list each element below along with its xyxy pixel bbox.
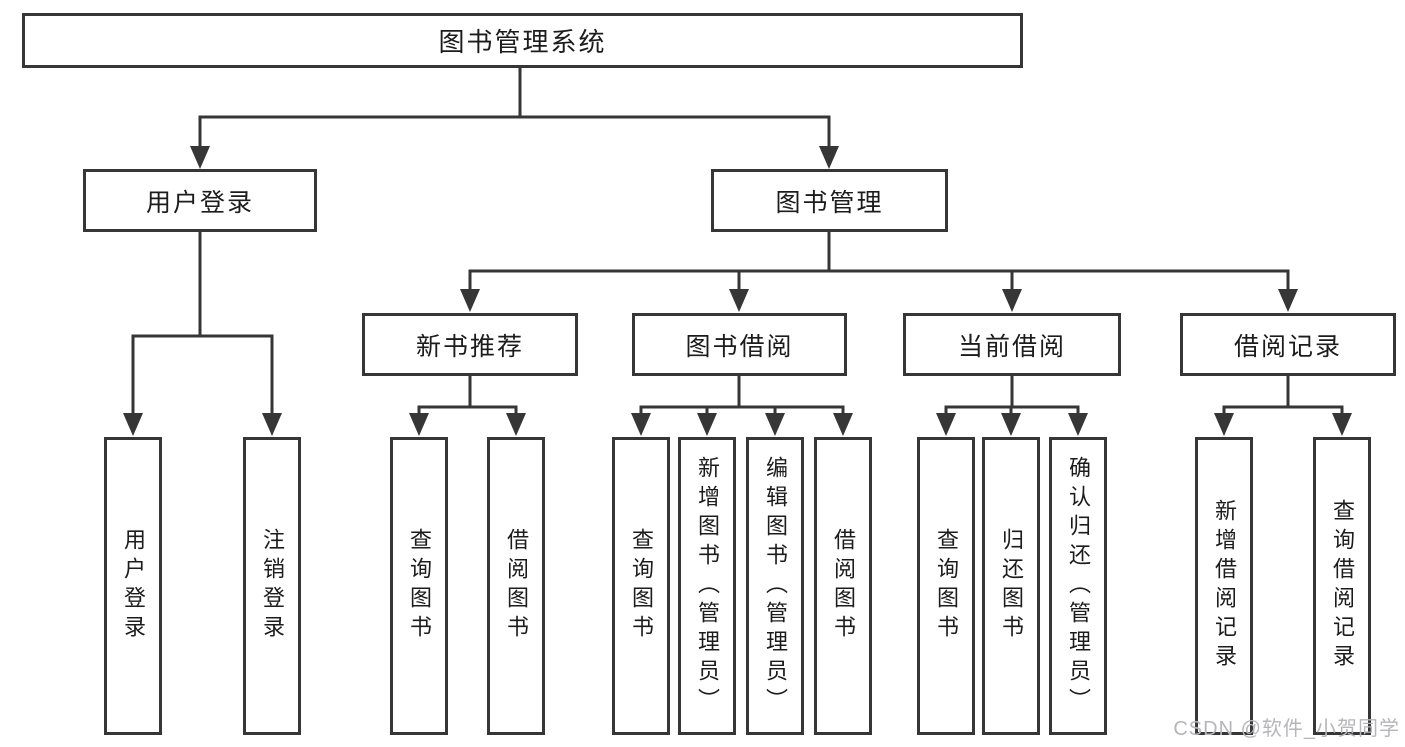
leaf-add-book-admin: 新增图书（管理员） bbox=[678, 437, 736, 735]
leaf-user-login: 用户登录 bbox=[104, 437, 162, 735]
node-label: 查询图书 bbox=[407, 528, 432, 644]
node-book-management: 图书管理 bbox=[711, 169, 948, 232]
node-label: 借阅记录 bbox=[1233, 332, 1342, 361]
node-label: 借阅图书 bbox=[831, 528, 856, 644]
node-new-book-recommend: 新书推荐 bbox=[362, 313, 578, 376]
leaf-confirm-return-admin: 确认归还（管理员） bbox=[1049, 437, 1107, 735]
node-label: 查询图书 bbox=[629, 528, 654, 644]
node-label: 新增图书（管理员） bbox=[695, 455, 720, 717]
node-label: 新书推荐 bbox=[415, 332, 524, 361]
connector-book-management-children bbox=[460, 230, 1298, 312]
node-label: 编辑图书（管理员） bbox=[763, 455, 788, 717]
arrowhead bbox=[190, 146, 210, 169]
arrowhead bbox=[506, 413, 526, 436]
arrowhead bbox=[123, 413, 143, 436]
node-label: 图书管理系统 bbox=[438, 27, 607, 57]
arrowhead bbox=[765, 413, 785, 436]
leaf-query-books: 查询图书 bbox=[390, 437, 448, 735]
arrowhead bbox=[936, 413, 956, 436]
node-label: 注销登录 bbox=[260, 528, 285, 644]
watermark: CSDN @软件_小贺同学 bbox=[1173, 718, 1400, 740]
node-label: 图书借阅 bbox=[685, 332, 794, 361]
arrowhead bbox=[1278, 289, 1298, 312]
leaf-borrow-books: 借阅图书 bbox=[814, 437, 872, 735]
arrowhead bbox=[1002, 289, 1022, 312]
node-label: 用户登录 bbox=[145, 188, 254, 217]
connector-borrowing-records-children bbox=[1214, 374, 1352, 436]
node-borrowing-records: 借阅记录 bbox=[1180, 313, 1396, 376]
node-label: 当前借阅 bbox=[957, 332, 1066, 361]
node-label: 查询图书 bbox=[934, 528, 959, 644]
arrowhead bbox=[1332, 413, 1352, 436]
arrowhead bbox=[833, 413, 853, 436]
leaf-query-books: 查询图书 bbox=[612, 437, 670, 735]
node-library-management-system: 图书管理系统 bbox=[22, 13, 1023, 68]
leaf-return-books: 归还图书 bbox=[982, 437, 1040, 735]
leaf-logout: 注销登录 bbox=[243, 437, 301, 735]
arrowhead bbox=[409, 413, 429, 436]
arrowhead bbox=[460, 289, 480, 312]
node-current-borrowing: 当前借阅 bbox=[903, 313, 1121, 376]
leaf-borrow-books: 借阅图书 bbox=[487, 437, 545, 735]
node-label: 查询借阅记录 bbox=[1330, 499, 1355, 673]
connector-current-borrowing-children bbox=[936, 374, 1088, 436]
node-book-borrowing: 图书借阅 bbox=[632, 313, 847, 376]
leaf-add-borrow-record: 新增借阅记录 bbox=[1195, 437, 1253, 735]
node-label: 归还图书 bbox=[999, 528, 1024, 644]
connector-book-borrowing-children bbox=[631, 374, 853, 436]
leaf-query-borrow-record: 查询借阅记录 bbox=[1313, 437, 1371, 735]
node-label: 借阅图书 bbox=[504, 528, 529, 644]
arrowhead bbox=[729, 289, 749, 312]
node-user-login: 用户登录 bbox=[83, 169, 317, 232]
connector-user-login-children bbox=[123, 230, 282, 436]
arrowhead bbox=[697, 413, 717, 436]
node-label: 用户登录 bbox=[121, 528, 146, 644]
arrowhead bbox=[262, 413, 282, 436]
node-label: 新增借阅记录 bbox=[1212, 499, 1237, 673]
arrowhead bbox=[1001, 413, 1021, 436]
node-label: 确认归还（管理员） bbox=[1066, 455, 1091, 717]
connector-new-book-recommend-children bbox=[409, 374, 526, 436]
leaf-edit-book-admin: 编辑图书（管理员） bbox=[746, 437, 804, 735]
leaf-query-books: 查询图书 bbox=[917, 437, 975, 735]
arrowhead bbox=[1068, 413, 1088, 436]
connector-root-to-level2 bbox=[190, 66, 839, 169]
arrowhead bbox=[631, 413, 651, 436]
arrowhead bbox=[1214, 413, 1234, 436]
node-label: 图书管理 bbox=[775, 188, 884, 217]
arrowhead bbox=[819, 146, 839, 169]
